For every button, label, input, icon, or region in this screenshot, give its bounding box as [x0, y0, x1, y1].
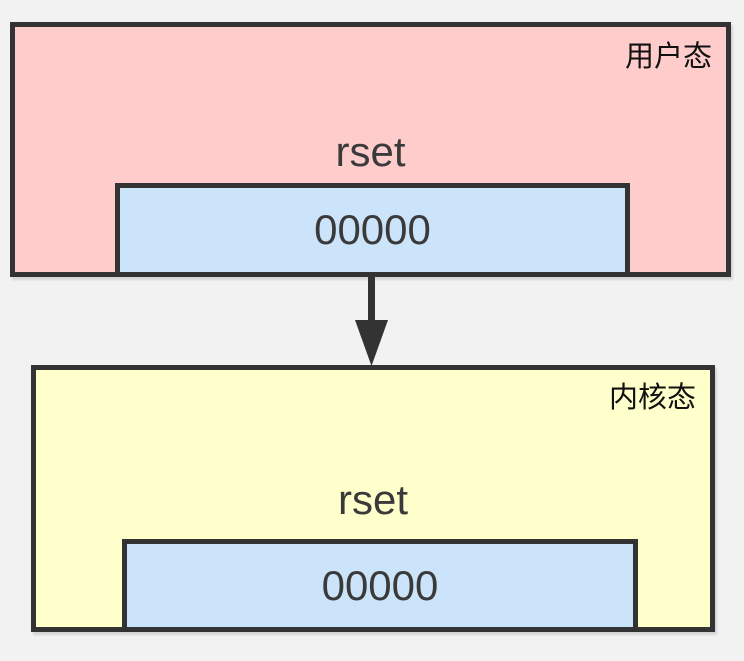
user-register-value: 00000 [314, 206, 431, 253]
user-register-value-box: 00000 [115, 183, 630, 277]
kernel-mode-box: 内核态 rset 00000 [31, 365, 715, 632]
kernel-register-name-label: rset [337, 476, 408, 523]
kernel-register-value: 00000 [321, 561, 439, 609]
down-arrow-icon [355, 277, 388, 366]
user-mode-label: 用户态 [624, 41, 712, 73]
user-mode-box: 用户态 rset 00000 [10, 22, 731, 277]
kernel-mode-label: 内核态 [608, 382, 696, 414]
kernel-register-value-box: 00000 [122, 539, 638, 632]
user-register-name-label: rset [335, 128, 406, 175]
